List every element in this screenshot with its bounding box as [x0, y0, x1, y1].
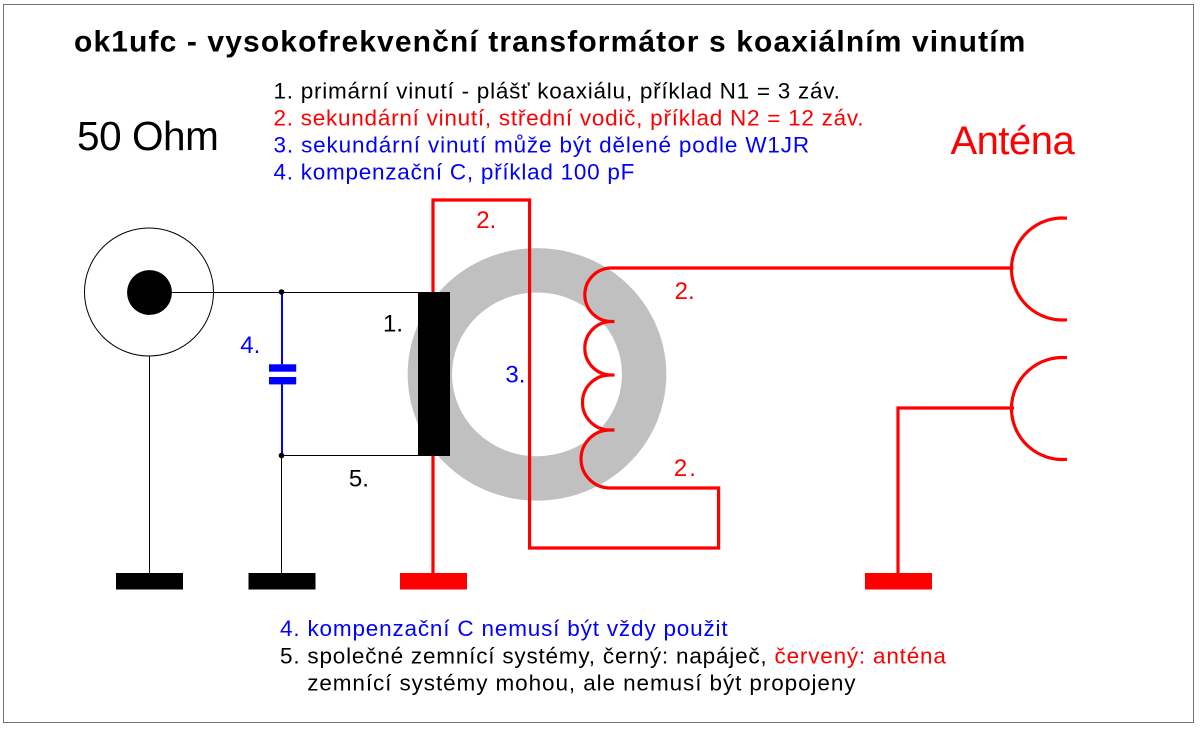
svg-text:50 Ohm: 50 Ohm [77, 113, 218, 159]
svg-text:1. primární vinutí - plášť koa: 1. primární vinutí - plášť koaxiálu, pří… [274, 78, 841, 103]
svg-text:Anténa: Anténa [951, 119, 1076, 163]
svg-text:4. kompenzační C, příklad 100: 4. kompenzační C, příklad 100 pF [274, 159, 636, 184]
svg-text:2.: 2. [476, 207, 496, 234]
svg-text:zemnící systémy mohou, ale nem: zemnící systémy mohou, ale nemusí být pr… [307, 671, 856, 696]
svg-text:ok1ufc - vysokofrekvenční tran: ok1ufc - vysokofrekvenční transformátor … [74, 26, 1026, 59]
svg-text:2.: 2. [675, 278, 695, 305]
svg-text:2. sekundární vinutí, střední: 2. sekundární vinutí, střední vodič, pří… [274, 105, 865, 130]
svg-text:5.: 5. [349, 466, 369, 493]
svg-text:4. kompenzační C nemusí být vž: 4. kompenzační C nemusí být vždy použit [280, 616, 728, 641]
svg-text:1.: 1. [383, 311, 403, 338]
svg-text:3.: 3. [505, 361, 525, 388]
svg-text:2.: 2. [674, 455, 698, 482]
svg-text:3. sekundární vinutí může být: 3. sekundární vinutí může být dělené pod… [274, 132, 810, 157]
svg-text:4.: 4. [240, 332, 260, 359]
svg-text:5. společné zemnící systémy, č: 5. společné zemnící systémy, černý: napá… [280, 643, 947, 668]
